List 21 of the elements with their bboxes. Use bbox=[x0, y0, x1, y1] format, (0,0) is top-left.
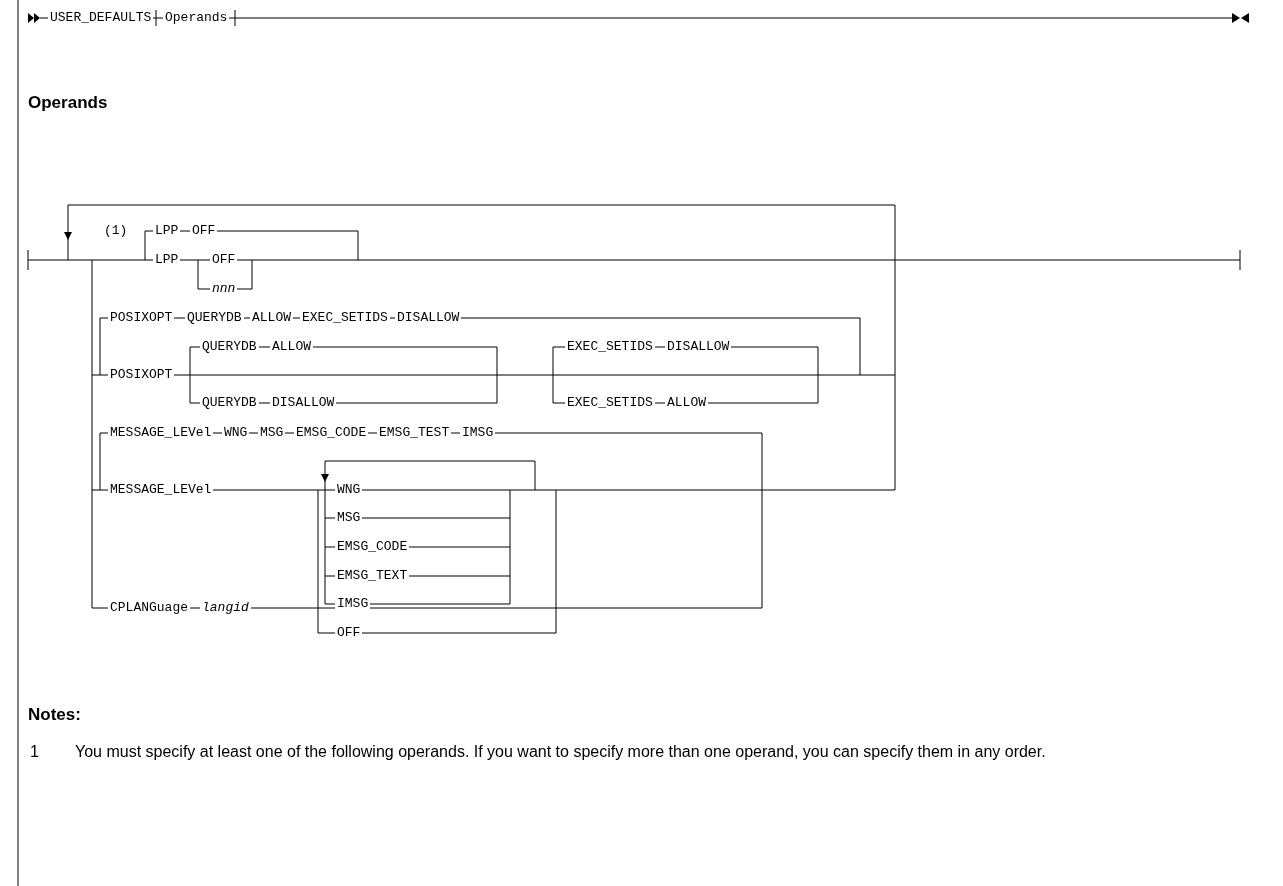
variable-name: langid bbox=[200, 600, 251, 616]
syntax-keyword: EXEC_SETIDS bbox=[300, 310, 390, 326]
syntax-keyword: MESSAGE_LEVel bbox=[108, 425, 214, 441]
syntax-keyword: EMSG_CODE bbox=[335, 539, 410, 555]
syntax-keyword: QUERYDB bbox=[185, 310, 244, 326]
syntax-keyword: QUERYDB bbox=[200, 339, 259, 355]
syntax-keyword: USER_DEFAULTS bbox=[48, 10, 154, 26]
syntax-keyword: EXEC_SETIDS bbox=[565, 339, 655, 355]
note-number: 1 bbox=[30, 742, 39, 762]
note-text: You must specify at least one of the following operands. If you want to specify more than one operand, you can specify them in any order. bbox=[75, 742, 1047, 762]
notes-heading: Notes: bbox=[28, 705, 81, 725]
syntax-keyword: CPLANGuage bbox=[108, 600, 190, 616]
syntax-keyword: IMSG bbox=[335, 596, 371, 612]
syntax-keyword: EMSG_TEST bbox=[377, 425, 452, 441]
syntax-keyword: MESSAGE_LEVel bbox=[108, 482, 214, 498]
syntax-keyword: EMSG_CODE bbox=[294, 425, 369, 441]
syntax-keyword: QUERYDB bbox=[200, 395, 259, 411]
syntax-keyword: EMSG_TEXT bbox=[335, 568, 410, 584]
fragment-reference: Operands bbox=[163, 10, 230, 26]
section-heading: Operands bbox=[28, 93, 108, 113]
syntax-keyword: EXEC_SETIDS bbox=[565, 395, 655, 411]
